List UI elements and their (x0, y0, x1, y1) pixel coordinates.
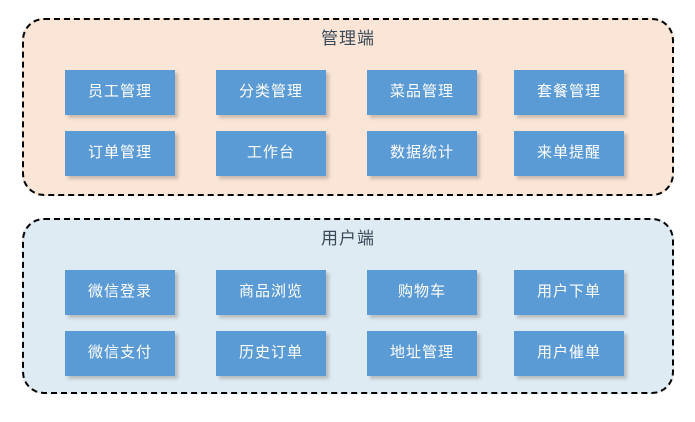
tile-user-place-order[interactable]: 用户下单 (514, 270, 624, 315)
tile-grid-user: 微信登录 商品浏览 购物车 用户下单 微信支付 历史订单 地址管理 用户催单 (24, 220, 672, 392)
group-panel-admin: 管理端 员工管理 分类管理 菜品管理 套餐管理 订单管理 工作台 数据统计 来单… (22, 18, 674, 196)
tile-user-product-browse[interactable]: 商品浏览 (216, 270, 326, 315)
tile-user-wechat-pay[interactable]: 微信支付 (65, 331, 175, 376)
group-title-user: 用户端 (321, 229, 375, 248)
group-title-admin: 管理端 (321, 29, 375, 48)
tile-user-wechat-login[interactable]: 微信登录 (65, 270, 175, 315)
tile-grid-admin: 员工管理 分类管理 菜品管理 套餐管理 订单管理 工作台 数据统计 来单提醒 (24, 20, 672, 194)
tile-admin-order-alert[interactable]: 来单提醒 (514, 131, 624, 176)
tile-user-address-management[interactable]: 地址管理 (367, 331, 477, 376)
tile-admin-category-management[interactable]: 分类管理 (216, 70, 326, 115)
tile-admin-employee-management[interactable]: 员工管理 (65, 70, 175, 115)
tile-admin-workbench[interactable]: 工作台 (216, 131, 326, 176)
tile-admin-combo-management[interactable]: 套餐管理 (514, 70, 624, 115)
tile-admin-data-statistics[interactable]: 数据统计 (367, 131, 477, 176)
tile-admin-order-management[interactable]: 订单管理 (65, 131, 175, 176)
tile-admin-dish-management[interactable]: 菜品管理 (367, 70, 477, 115)
tile-user-order-history[interactable]: 历史订单 (216, 331, 326, 376)
tile-user-shopping-cart[interactable]: 购物车 (367, 270, 477, 315)
group-panel-user: 用户端 微信登录 商品浏览 购物车 用户下单 微信支付 历史订单 地址管理 用户… (22, 218, 674, 394)
tile-user-order-reminder[interactable]: 用户催单 (514, 331, 624, 376)
